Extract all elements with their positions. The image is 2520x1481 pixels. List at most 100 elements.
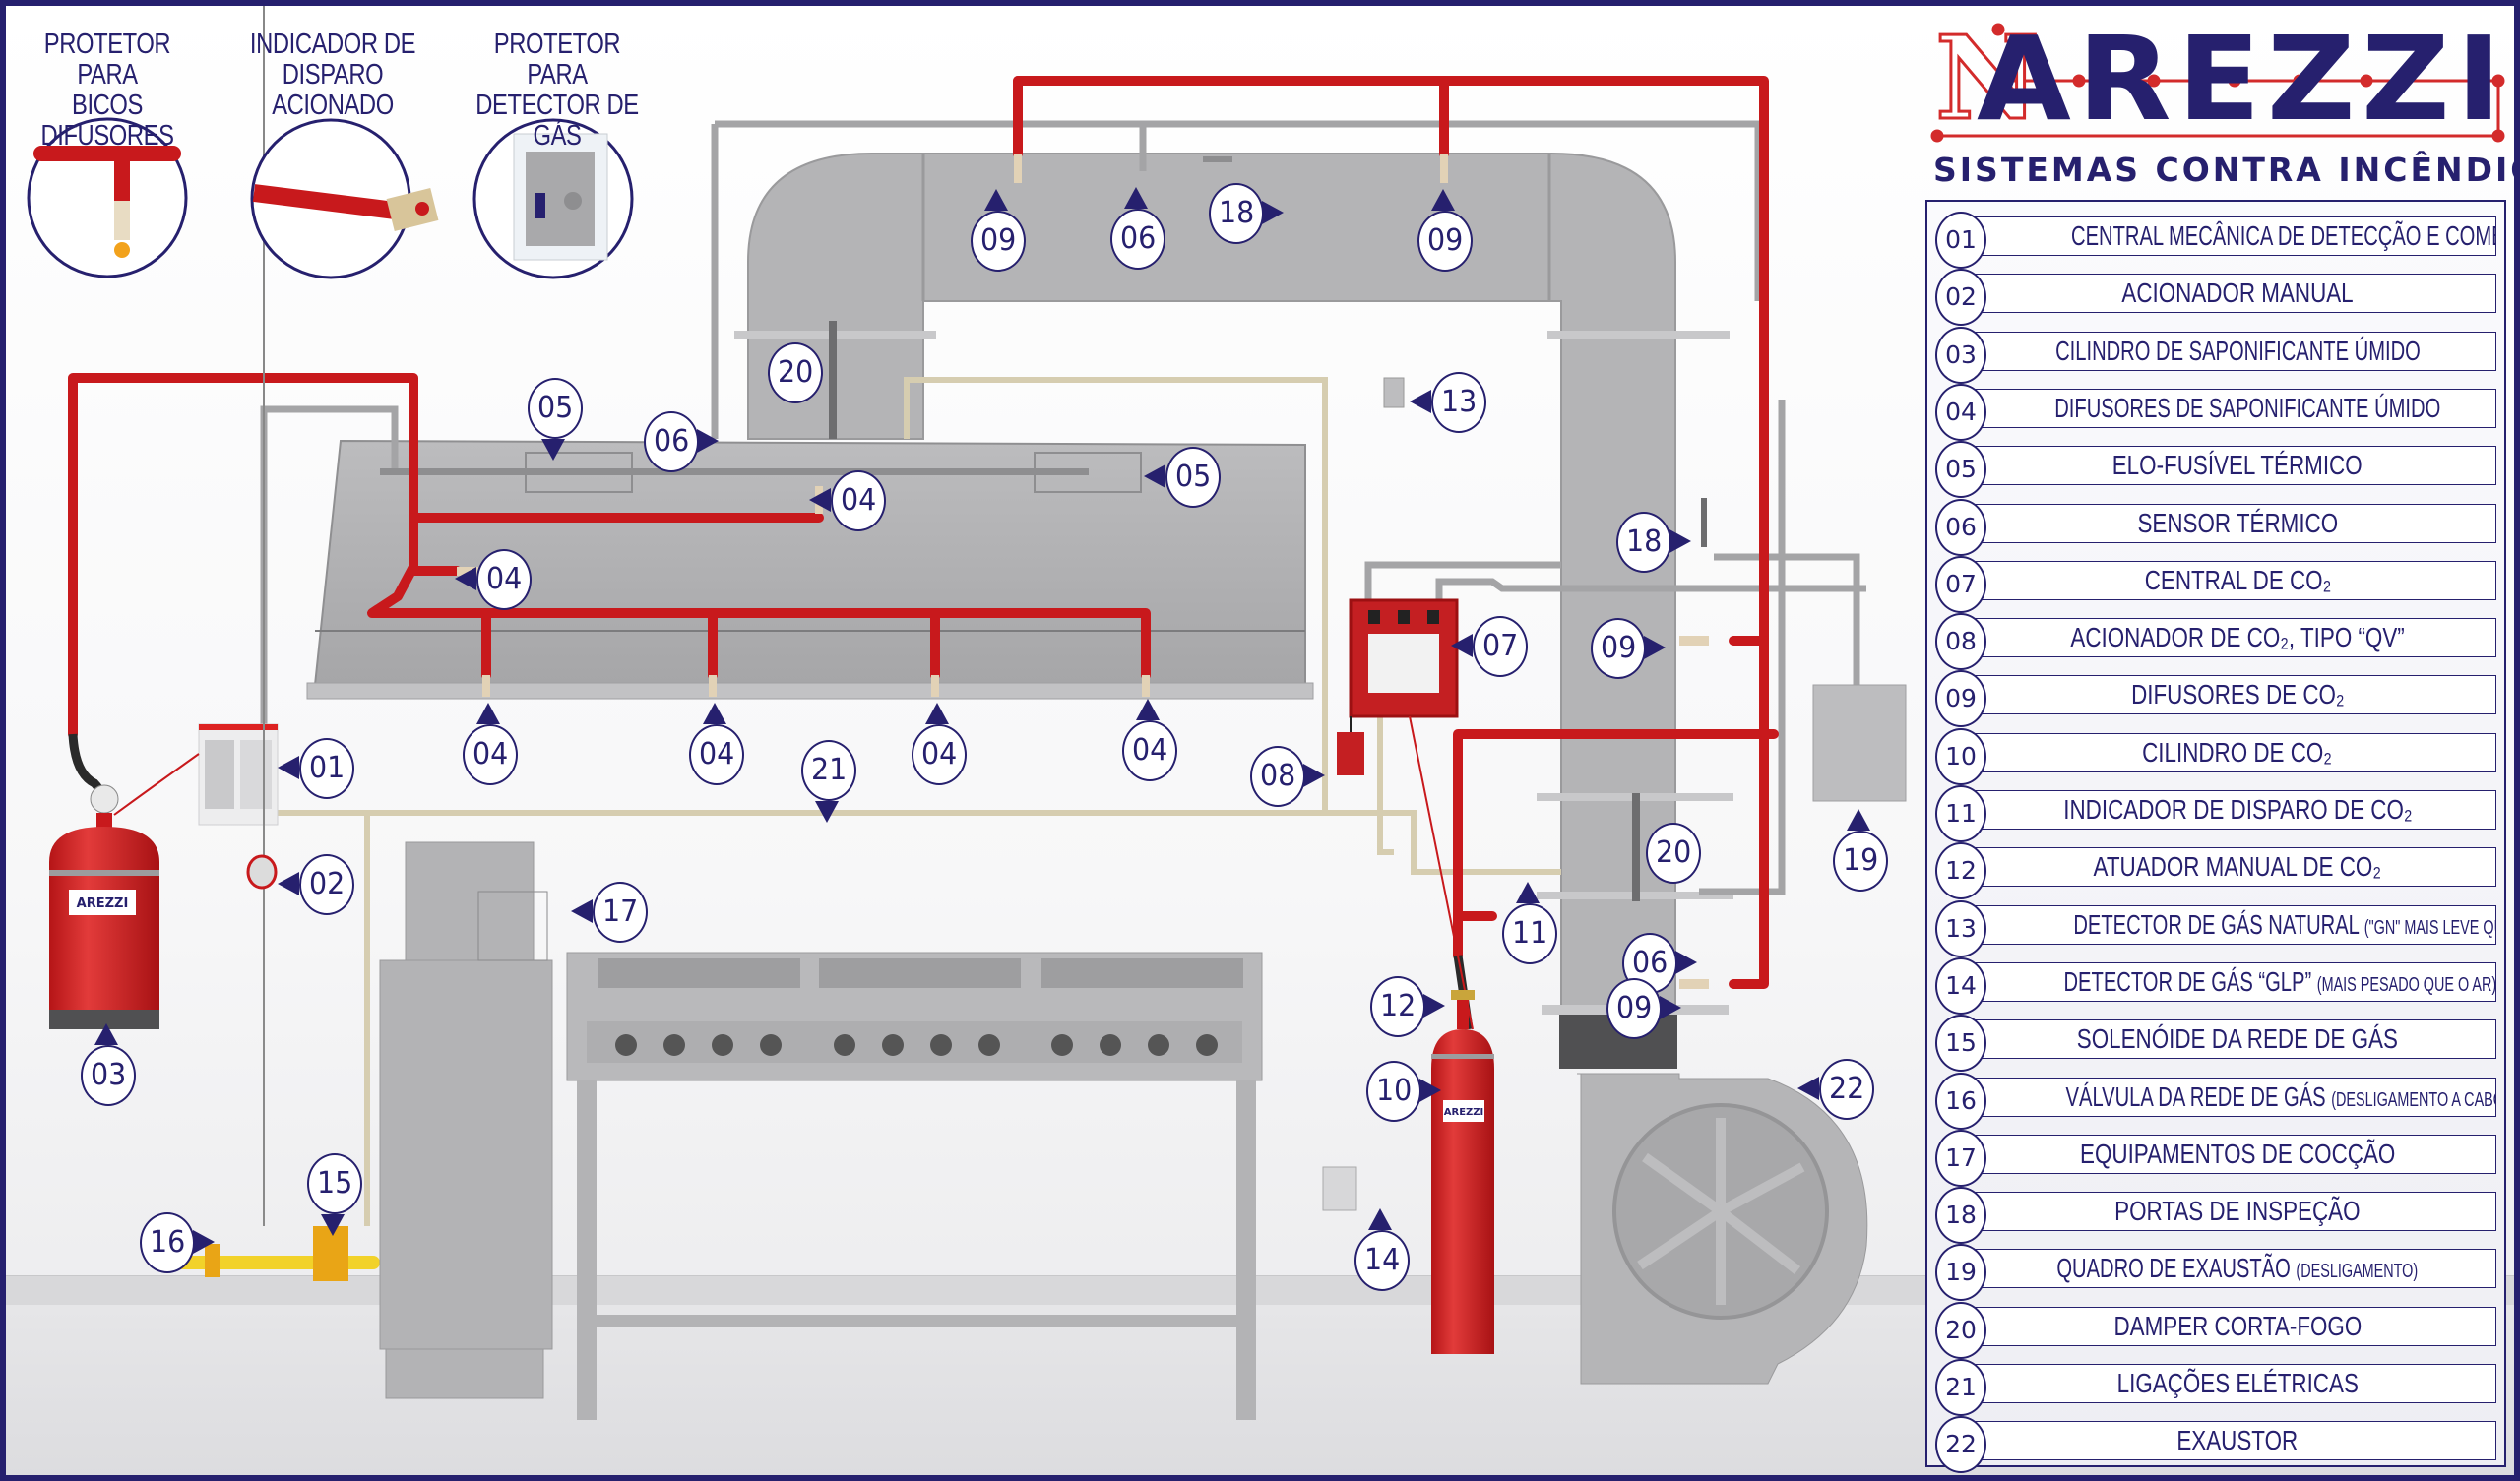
legend-label-text: CENTRAL DE CO₂ (2144, 562, 2331, 599)
legend-number-badge: 02 (1935, 269, 1986, 327)
fusible-link-1 (525, 452, 633, 493)
legend-number-badge: 19 (1935, 1244, 1986, 1302)
callout-sensor-coifa: 06 (644, 411, 699, 472)
gas-detector-glp (1322, 1166, 1357, 1211)
manual-actuator (1451, 990, 1475, 1000)
legend-item: VÁLVULA DA REDE DE GÁS (DESLIGAMENTO A C… (1935, 1072, 2500, 1130)
legend-label-main: SENSOR TÉRMICO (2137, 507, 2338, 538)
legend-label-text: ATUADOR MANUAL DE CO₂ (2094, 848, 2381, 886)
callout-equipamentos-coccao: 17 (593, 882, 648, 943)
legend-label-box: ACIONADOR MANUAL (1957, 274, 2496, 314)
callout-cilindro-co2: 10 (1366, 1061, 1421, 1122)
legend-label-box: ELO-FUSÍVEL TÉRMICO (1957, 446, 2496, 486)
callout-atuador-manual: 12 (1370, 976, 1425, 1037)
legend-label-text: VÁLVULA DA REDE DE GÁS (DESLIGAMENTO A C… (2066, 1079, 2495, 1116)
detail-title-line: INDICADOR DE (249, 29, 416, 60)
legend-label-text: ELO-FUSÍVEL TÉRMICO (2112, 447, 2362, 484)
legend-label-box: VÁLVULA DA REDE DE GÁS (DESLIGAMENTO A C… (1957, 1077, 2496, 1117)
co2-nozzle (1440, 154, 1448, 183)
callout-pointer-up-icon (1136, 699, 1160, 720)
callout-pointer-right-icon (1675, 951, 1697, 974)
detail-title-line: BICOS DIFUSORES (40, 90, 174, 152)
callout-pointer-right-icon (1670, 529, 1691, 553)
logo-wordmark: AREZZI (1977, 11, 2508, 147)
detail-circle-discharge-indicator (250, 118, 439, 279)
callout-number: 01 (308, 751, 346, 785)
callout-pointer-left-icon (1410, 390, 1431, 413)
legend-label-text: INDICADOR DE DISPARO DE CO₂ (2063, 791, 2412, 829)
legend-label-main: DAMPER CORTA-FOGO (2113, 1310, 2362, 1341)
callout-pointer-right-icon (1644, 636, 1666, 659)
detail-title-discharge-indicator: INDICADOR DE DISPARO ACIONADO (244, 30, 421, 121)
callout-difusor-coifa-3: 04 (912, 724, 967, 785)
damper-2 (1632, 793, 1640, 901)
callout-detector-glp: 14 (1354, 1230, 1410, 1291)
legend-label-box: QUADRO DE EXAUSTÃO (DESLIGAMENTO) (1957, 1249, 2496, 1289)
legend-label-text: DIFUSORES DE SAPONIFICANTE ÚMIDO (2054, 390, 2440, 427)
callout-pointer-left-icon (809, 488, 831, 512)
co2-control-panel (1349, 598, 1474, 1030)
callout-valvula-gas: 16 (140, 1212, 195, 1273)
legend-number-badge: 11 (1935, 785, 1986, 842)
callout-pointer-up-icon (925, 703, 949, 724)
callout-pointer-right-icon (1262, 201, 1284, 224)
callout-number: 22 (1828, 1072, 1865, 1106)
legend-label-box: LIGAÇÕES ELÉTRICAS (1957, 1364, 2496, 1403)
callout-indicador-disparo: 11 (1502, 903, 1557, 964)
callout-difusor-coifa-4: 04 (1122, 720, 1177, 781)
callout-pointer-up-icon (984, 189, 1008, 211)
inspection-door-top (1203, 156, 1232, 162)
legend-number-badge: 14 (1935, 956, 1986, 1015)
stove-knobs (615, 1034, 1218, 1056)
callout-pointer-up-icon (1124, 187, 1148, 209)
legend-number-badge: 17 (1935, 1129, 1986, 1187)
callout-pointer-right-icon (1303, 764, 1325, 787)
legend-label-note: ("GN" MAIS LEVE QUE O AR) (2363, 916, 2495, 939)
detail-circle-nozzle-protector (27, 117, 188, 278)
callout-number: 12 (1379, 989, 1417, 1023)
callout-difusor-plenum-2: 04 (476, 549, 532, 610)
callout-number: 09 (1426, 223, 1464, 258)
legend-label-text: CILINDRO DE SAPONIFICANTE ÚMIDO (2055, 333, 2421, 370)
legend-label-main: CILINDRO DE CO₂ (2142, 736, 2333, 768)
inspection-door-vertical (1701, 498, 1707, 547)
callout-pointer-left-icon (278, 756, 299, 779)
legend-label-box: SOLENÓIDE DA REDE DE GÁS (1957, 1019, 2496, 1060)
legend-number-badge: 09 (1935, 670, 1986, 728)
callout-number: 17 (601, 895, 639, 929)
callout-pointer-left-icon (571, 899, 593, 923)
callout-pointer-right-icon (1419, 1079, 1441, 1102)
legend-label-main: ATUADOR MANUAL DE CO₂ (2093, 851, 2382, 883)
callout-solenoide: 15 (307, 1153, 362, 1214)
fusible-link-cable (380, 468, 1089, 475)
callout-number: 16 (149, 1225, 186, 1260)
legend-number-badge: 13 (1935, 899, 1986, 957)
legend-number-badge: 03 (1935, 326, 1986, 384)
callout-acionador-qv: 08 (1250, 746, 1305, 807)
wet-nozzle (709, 675, 717, 697)
legend-label-main: DETECTOR DE GÁS NATURAL (2073, 908, 2360, 940)
callout-cilindro-saponificante: 03 (81, 1045, 136, 1106)
callout-pointer-down-icon (815, 801, 839, 823)
legend-number-badge: 08 (1935, 613, 1986, 671)
central-mecanica (113, 723, 279, 826)
fusible-link-2 (1034, 452, 1142, 493)
legend-number-badge: 18 (1935, 1187, 1986, 1245)
control-conduit (260, 120, 1866, 895)
legend-number-badge: 16 (1935, 1072, 1986, 1130)
legend-label-note: (MAIS PESADO QUE O AR) (2316, 973, 2496, 996)
callout-pointer-down-icon (321, 1214, 345, 1236)
callout-number: 18 (1218, 196, 1255, 230)
fan-blades (1637, 1118, 1805, 1305)
legend-label-box: CENTRAL MECÂNICA DE DETECÇÃO E COMBATE (1957, 216, 2496, 256)
legend-label-box: CENTRAL DE CO₂ (1957, 560, 2496, 600)
legend-label-box: INDICADOR DE DISPARO DE CO₂ (1957, 790, 2496, 830)
legend-item: QUADRO DE EXAUSTÃO (DESLIGAMENTO)19 (1935, 1244, 2500, 1302)
legend-label-main: LIGAÇÕES ELÉTRICAS (2116, 1368, 2359, 1398)
